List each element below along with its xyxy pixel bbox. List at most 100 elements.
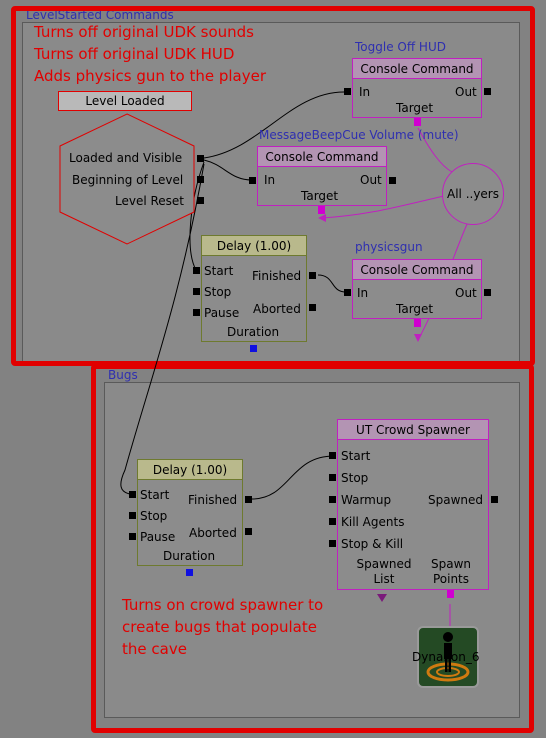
port-spawner-spawned[interactable] (491, 496, 498, 503)
node-console-togglehud[interactable]: Console Command In Out Target (352, 58, 482, 118)
input-kill-agents: Kill Agents (341, 515, 405, 529)
var-target: Target (396, 302, 434, 316)
input-start: Start (341, 449, 371, 463)
var-link-togglehud (417, 127, 453, 173)
output-aborted: Aborted (253, 302, 301, 316)
pawn-icon (426, 632, 470, 682)
input-stop: Stop (204, 285, 232, 299)
port-spawner-warmup[interactable] (329, 496, 336, 503)
node-delay-1[interactable]: Delay (1.00) Start Stop Pause Finished A… (201, 235, 307, 342)
var-spawned-list: Spawned List (356, 557, 412, 586)
node-title: Console Command (353, 260, 481, 280)
wire-loaded-to-delay2 (120, 163, 205, 495)
arrow-physicsgun-target (414, 334, 422, 342)
group-bugs-title: Bugs (108, 368, 138, 382)
node-title: Console Command (258, 147, 386, 167)
output-level-reset: Level Reset (115, 194, 185, 208)
node-title: Console Command (353, 59, 481, 79)
port-delay1-start[interactable] (193, 267, 200, 274)
wire-loaded-to-delay1 (189, 161, 205, 271)
port-spawner-start[interactable] (329, 452, 336, 459)
note-physicsgun: Adds physics gun to the player (34, 67, 267, 85)
level-loaded-title[interactable]: Level Loaded (58, 91, 192, 111)
dynamic-actor[interactable] (417, 626, 479, 688)
input-in: In (357, 286, 369, 300)
var-all-players[interactable]: All ..yers (442, 163, 504, 225)
var-link-mute (321, 195, 445, 219)
node-crowd-spawner[interactable]: UT Crowd Spawner Start Stop Warmup Kill … (337, 419, 489, 590)
highlight-frame-top (11, 6, 535, 366)
caption-toggle-off-hud: Toggle Off HUD (355, 40, 446, 54)
port-spawner-spawnpoints[interactable] (447, 590, 454, 598)
port-togglehud-out[interactable] (484, 88, 491, 95)
input-start: Start (204, 264, 234, 278)
highlight-frame-bottom (91, 364, 534, 733)
node-console-physicsgun[interactable]: Console Command In Out Target (352, 259, 482, 319)
port-delay2-pause[interactable] (129, 533, 136, 540)
node-delay-2[interactable]: Delay (1.00) Start Stop Pause Finished A… (137, 459, 243, 566)
port-delay1-aborted[interactable] (309, 304, 316, 311)
port-physicsgun-out[interactable] (484, 289, 491, 296)
input-stop: Stop (140, 509, 168, 523)
port-delay1-pause[interactable] (193, 309, 200, 316)
port-mute-target[interactable] (318, 206, 325, 214)
var-duration: Duration (163, 549, 216, 563)
note-crowd-3: the cave (122, 640, 187, 658)
node-title: UT Crowd Spawner (338, 420, 488, 440)
output-loaded-visible: Loaded and Visible (69, 151, 183, 165)
caption-physicsgun: physicsgun (355, 240, 423, 254)
port-spawner-stop[interactable] (329, 474, 336, 481)
port-delay2-finished[interactable] (245, 496, 252, 503)
port-spawner-kill-agents[interactable] (329, 518, 336, 525)
input-pause: Pause (204, 306, 240, 320)
arrow-spawnedlist (377, 594, 387, 602)
port-delay1-duration[interactable] (250, 345, 257, 352)
node-title: Delay (1.00) (138, 460, 242, 480)
output-out: Out (455, 286, 477, 300)
port-mute-in[interactable] (249, 177, 256, 184)
port-beginning-of-level[interactable] (197, 176, 204, 183)
port-physicsgun-target[interactable] (414, 319, 421, 327)
input-stop-and-kill: Stop & Kill (341, 537, 404, 551)
port-physicsgun-in[interactable] (344, 289, 351, 296)
node-title: Delay (1.00) (202, 236, 306, 256)
input-in: In (264, 173, 276, 187)
port-togglehud-in[interactable] (344, 88, 351, 95)
output-out: Out (360, 173, 382, 187)
port-togglehud-target[interactable] (414, 118, 421, 126)
port-delay2-start[interactable] (129, 491, 136, 498)
output-spawned: Spawned (428, 493, 484, 507)
wire-delay1-to-physicsgun (317, 274, 347, 293)
port-delay1-stop[interactable] (193, 288, 200, 295)
group-levelstarted-title: LevelStarted Commands (26, 8, 174, 22)
wire-delay2-to-spawner (251, 455, 335, 500)
output-aborted: Aborted (189, 526, 237, 540)
port-delay2-aborted[interactable] (245, 528, 252, 535)
var-spawn-points: Spawn Points (430, 557, 471, 586)
port-level-reset[interactable] (197, 197, 204, 204)
note-sounds: Turns off original UDK sounds (34, 23, 254, 41)
output-beginning-of-level: Beginning of Level (72, 173, 184, 187)
port-loaded-visible[interactable] (197, 155, 204, 162)
output-finished: Finished (188, 493, 238, 507)
note-crowd-2: create bugs that populate (122, 618, 317, 636)
var-duration: Duration (227, 325, 280, 339)
arrow-mute-target (318, 214, 326, 222)
note-hud: Turns off original UDK HUD (34, 45, 235, 63)
port-spawner-stop-and-kill[interactable] (329, 540, 336, 547)
dynamic-actor-label: Dyna..on_6 (412, 650, 480, 664)
port-mute-out[interactable] (389, 177, 396, 184)
note-crowd-1: Turns on crowd spawner to (122, 596, 324, 614)
level-loaded-hexagon[interactable] (52, 110, 202, 250)
caption-mute: MessageBeepCue Volume (mute) (259, 128, 459, 142)
output-finished: Finished (252, 269, 302, 283)
node-console-mute[interactable]: Console Command In Out Target (257, 146, 387, 206)
port-delay2-stop[interactable] (129, 512, 136, 519)
input-warmup: Warmup (341, 493, 392, 507)
input-in: In (359, 85, 371, 99)
port-delay1-finished[interactable] (309, 272, 316, 279)
input-pause: Pause (140, 530, 176, 544)
wire-loaded-to-mute (203, 159, 253, 181)
port-delay2-duration[interactable] (186, 569, 193, 576)
var-target: Target (301, 189, 339, 203)
